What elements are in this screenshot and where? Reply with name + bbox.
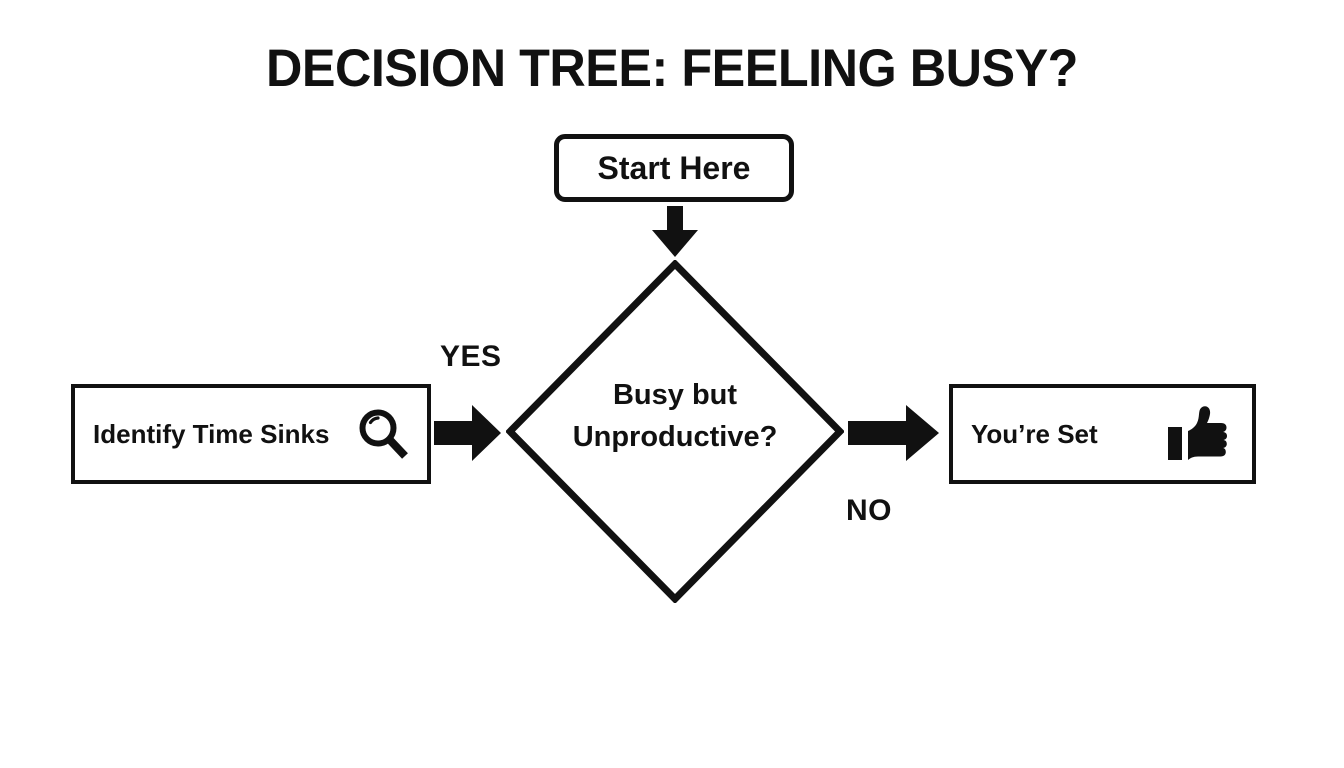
arrow-right-icon-yes	[434, 404, 502, 462]
arrow-down-icon	[651, 206, 699, 258]
edge-label-no: NO	[846, 494, 892, 527]
node-start-here-label: Start Here	[597, 150, 751, 186]
magnifying-glass-icon	[357, 407, 411, 461]
node-decision-label-line1: Busy but	[612, 379, 738, 411]
arrow-right-icon-no	[848, 404, 940, 462]
node-decision-diamond[interactable]	[506, 260, 844, 603]
node-identify-time-sinks[interactable]: Identify Time Sinks	[71, 384, 431, 484]
node-identify-time-sinks-label: Identify Time Sinks	[93, 418, 330, 449]
node-start-here[interactable]: Start Here	[554, 134, 794, 202]
page-title: DECISION TREE: FEELING BUSY?	[266, 39, 1078, 98]
node-youre-set-label: You’re Set	[971, 418, 1098, 449]
edge-label-yes: YES	[440, 340, 502, 373]
node-youre-set[interactable]: You’re Set	[949, 384, 1256, 484]
node-decision-label-line2: Unproductive?	[572, 421, 778, 454]
thumbs-up-icon	[1168, 405, 1230, 463]
node-decision-label: Busy but Unproductive?	[506, 374, 844, 458]
